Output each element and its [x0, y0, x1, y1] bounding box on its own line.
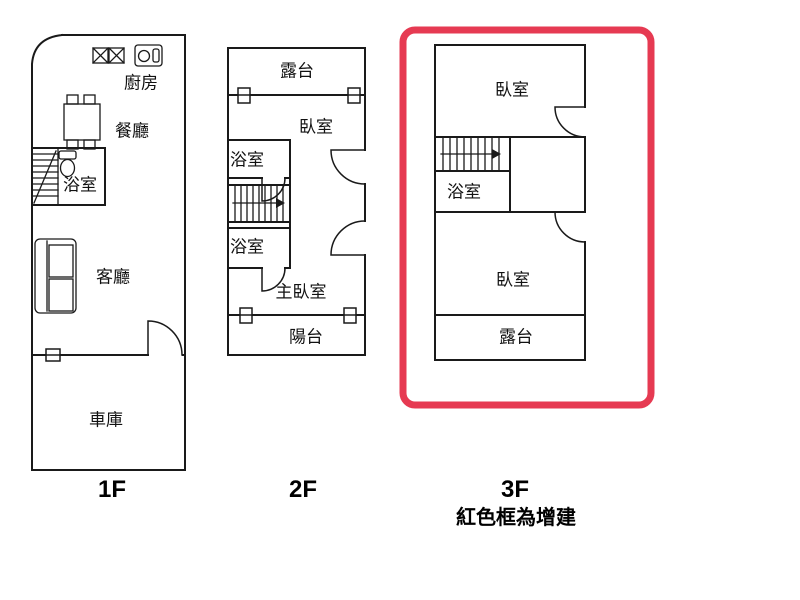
floor-title-3f: 3F — [500, 476, 530, 503]
dining-table-icon — [63, 94, 101, 150]
floor-3f-door-arcs — [554, 106, 586, 243]
floor-3f-stairs-icon — [440, 136, 501, 172]
room-label-bath-upper: 浴室 — [230, 150, 264, 170]
room-label-bath-1f: 浴室 — [63, 175, 97, 195]
room-label-garage: 車庫 — [89, 410, 123, 430]
room-label-bath-lower: 浴室 — [230, 237, 264, 257]
floor-1f-window-icon — [45, 348, 61, 362]
floor-3f-walls — [434, 44, 586, 361]
room-label-bedroom-bottom: 臥室 — [496, 270, 530, 290]
floor-title-1f: 1F — [97, 476, 127, 503]
room-label-terrace-3f: 露台 — [499, 327, 533, 347]
floor-1f-door-arc — [147, 320, 183, 356]
room-label-bedroom-top: 臥室 — [495, 80, 529, 100]
room-label-kitchen: 廚房 — [124, 73, 158, 93]
floor-title-2f: 2F — [288, 476, 318, 503]
room-label-living: 客廳 — [96, 267, 130, 287]
room-label-balcony: 陽台 — [289, 327, 323, 347]
red-highlight-box — [399, 26, 655, 409]
floor-2f-stairs-icon — [232, 184, 285, 223]
room-label-bedroom-2f: 臥室 — [299, 117, 333, 137]
floor-1f-stairs-icon — [31, 147, 59, 206]
room-label-master: 主臥室 — [275, 282, 327, 302]
room-label-bath-3f: 浴室 — [447, 182, 481, 202]
sofa-icon — [34, 238, 77, 314]
floor-2f-window-icons — [237, 87, 361, 324]
toilet-icon — [58, 150, 77, 178]
stove-icon — [92, 47, 125, 64]
room-label-dining: 餐廳 — [115, 121, 149, 141]
floor-2f-door-arcs — [261, 149, 366, 292]
sink-icon — [134, 44, 163, 67]
room-label-terrace-2f: 露台 — [280, 61, 314, 81]
floor-2f-walls — [227, 47, 366, 356]
red-box-note: 紅色框為增建 — [456, 507, 576, 529]
